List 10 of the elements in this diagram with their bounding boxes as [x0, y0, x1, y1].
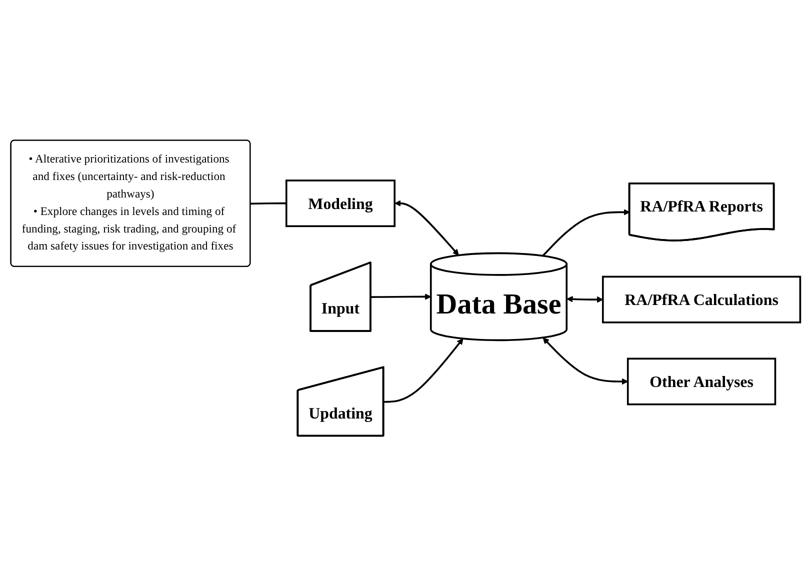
arrow — [566, 296, 604, 303]
node-box: RA/PfRA Calculations — [602, 276, 802, 324]
connector — [250, 202, 286, 205]
arrow — [542, 338, 628, 385]
node-box: Other Analyses — [626, 358, 776, 406]
arrow — [384, 338, 464, 403]
arrow — [394, 200, 459, 256]
arrow — [370, 294, 432, 300]
node-box: Modeling — [285, 180, 396, 228]
arrow — [542, 209, 630, 256]
